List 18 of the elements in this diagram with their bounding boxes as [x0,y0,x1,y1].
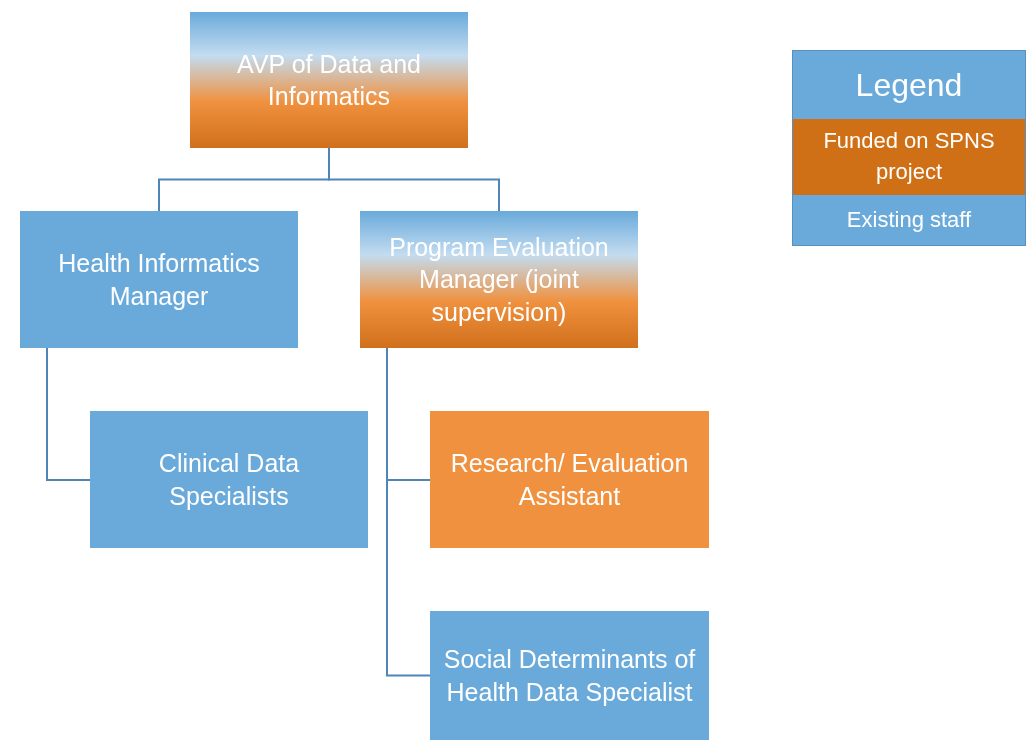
position-title: Clinical Data Specialists [157,448,301,512]
position-box [90,411,368,548]
legend-title: Legend [855,66,963,104]
legend-text: Existing staff [846,205,972,234]
connector-line [386,347,431,677]
position-title: AVP of Data and Informatics [236,48,422,112]
position-title: Program Evaluation Manager (joint supervision) [388,231,610,328]
position-box [360,211,638,348]
connector-line [328,147,500,212]
connector-line [46,347,91,481]
position-title: Health Informatics Manager [57,248,261,312]
position-box [430,611,709,740]
position-title: Research/ Evaluation Assistant [449,448,690,512]
position-box [190,12,468,148]
position-box [430,411,709,548]
position-box [20,211,298,348]
position-title: Social Determinants of Health Data Specialist [442,644,697,708]
legend-text: Funded on SPNS project [822,127,996,186]
